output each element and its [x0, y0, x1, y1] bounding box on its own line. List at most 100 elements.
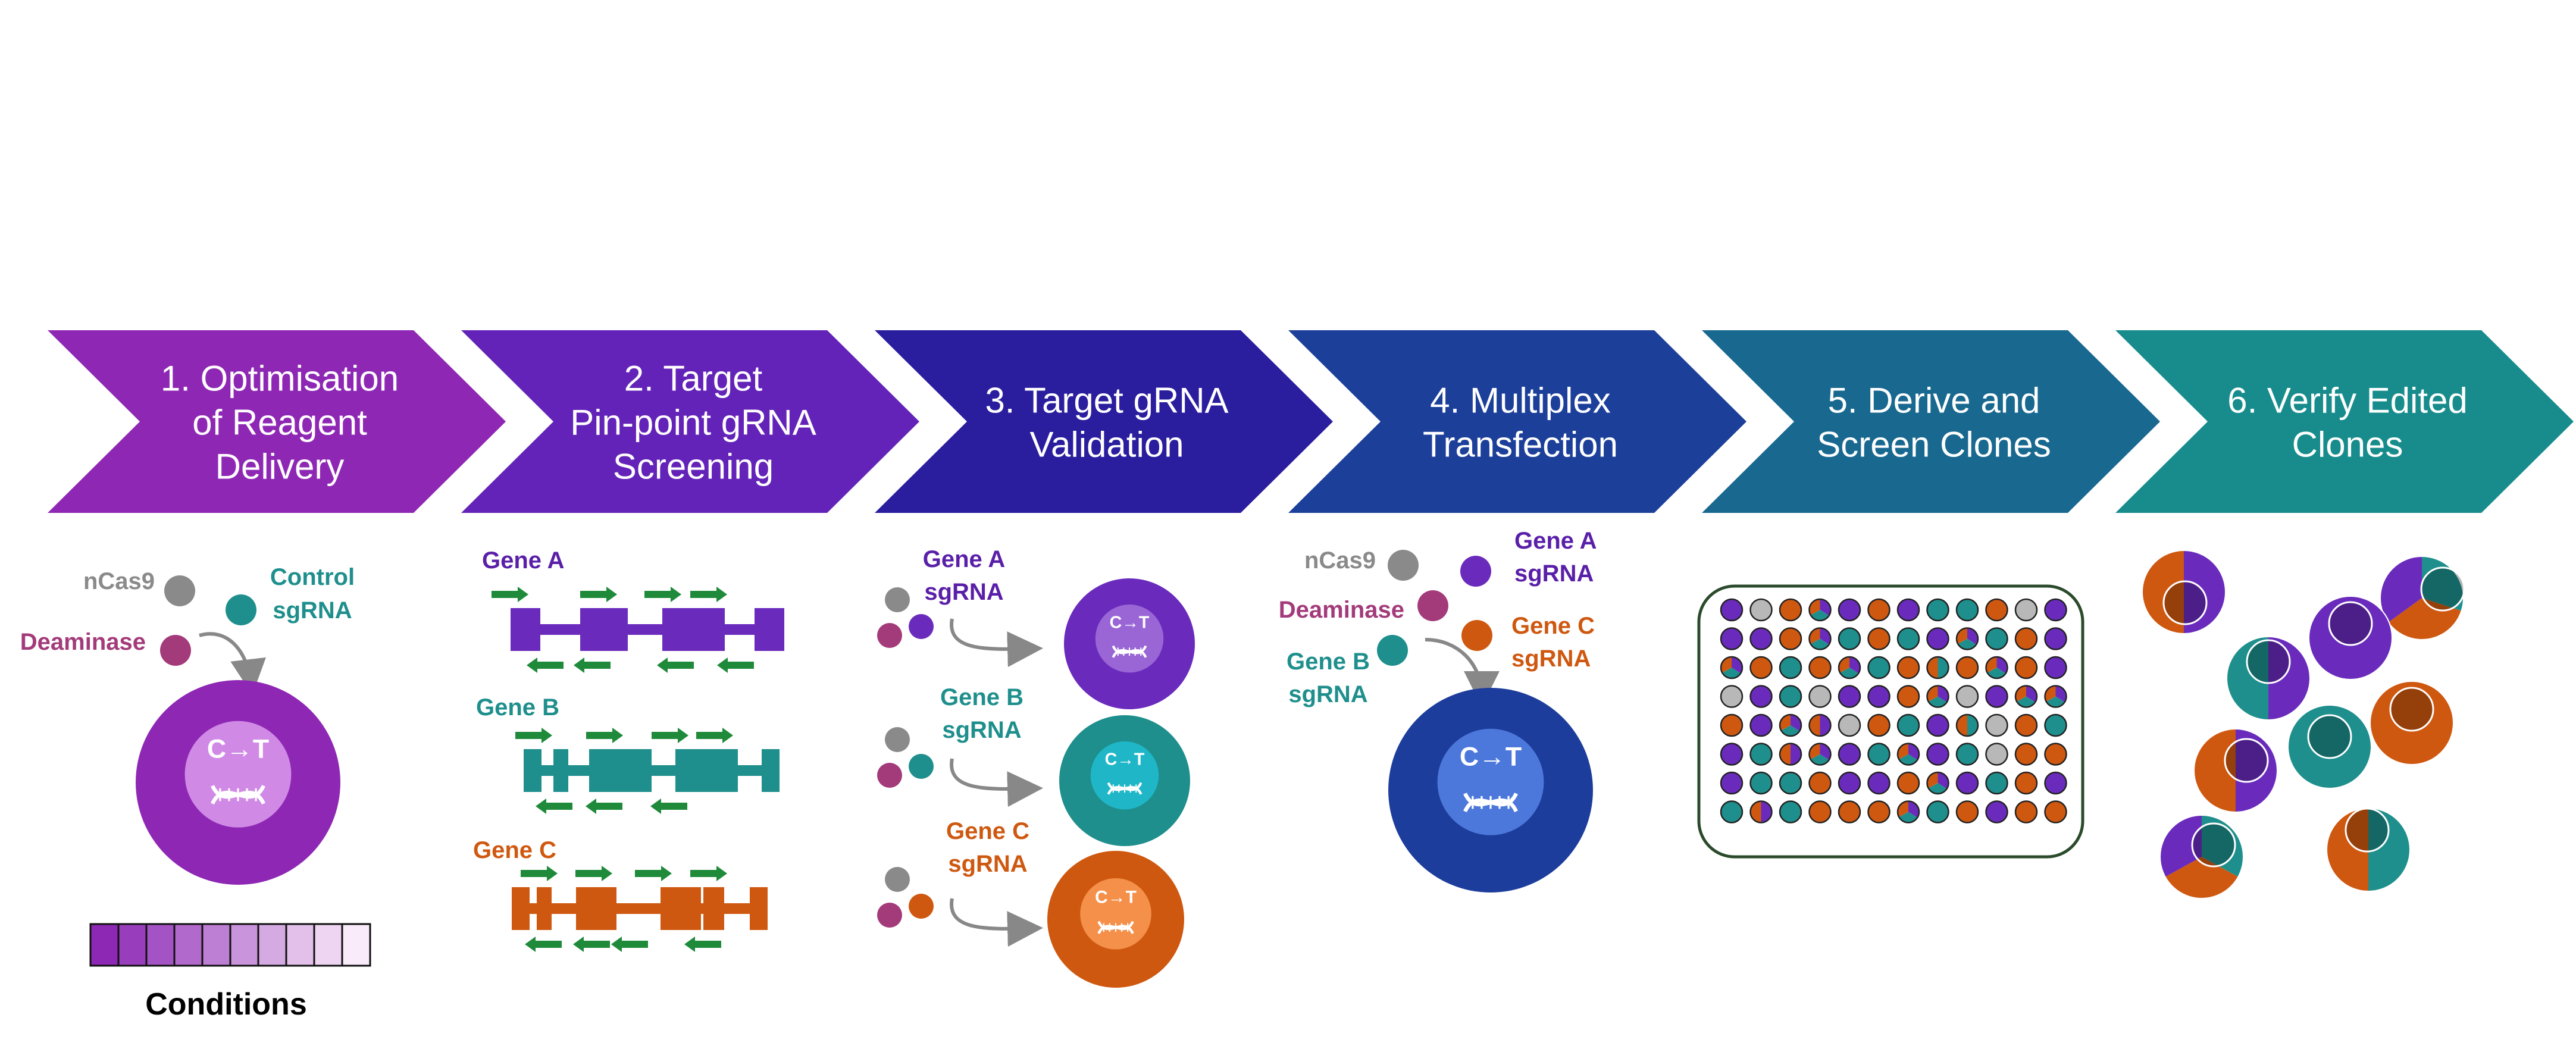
well: [1896, 743, 1920, 766]
condition-well: [145, 923, 176, 967]
pie-slice: [1898, 715, 1919, 736]
well-rim: [2044, 743, 2067, 766]
gene-track-1: Gene A: [482, 547, 784, 673]
exon-block: [589, 749, 652, 792]
pie-slice: [1780, 628, 1801, 650]
exon-block: [512, 887, 530, 930]
well: [1838, 656, 1861, 679]
well-rim: [2014, 656, 2038, 679]
step-title-line: 5. Derive and: [1828, 381, 2040, 421]
pie-slice: [2202, 815, 2243, 877]
clone-rim: [2308, 596, 2393, 680]
pie-slice: [1986, 628, 2008, 650]
pie-slice: [1750, 685, 1772, 707]
well-rim: [1955, 713, 1979, 737]
well-rim: [2014, 713, 2038, 737]
well: [1926, 685, 1949, 708]
verified-clone: [2287, 704, 2372, 789]
grna-arrow: [690, 866, 727, 881]
grna-arrow: [580, 587, 617, 602]
clone-nucleus: [2420, 566, 2465, 612]
pie-slice: [1899, 754, 1918, 765]
well: [1808, 713, 1832, 737]
verified-clone: [2142, 550, 2226, 634]
well: [1779, 800, 1802, 823]
well: [1838, 627, 1861, 650]
well-rim: [1867, 685, 1890, 708]
well-rim: [1808, 627, 1832, 650]
delivery-arrow: [950, 618, 1043, 668]
well: [1779, 743, 1802, 766]
well-rim: [1867, 627, 1890, 650]
well-rim: [2044, 713, 2067, 737]
dna-icon: [211, 785, 265, 805]
cell-step1: C→T: [136, 680, 340, 885]
step-title-line: 3. Target gRNA: [985, 381, 1228, 421]
pie-slice: [1780, 657, 1801, 678]
step-chevron: [1702, 330, 2160, 513]
well: [1955, 598, 1979, 622]
pie-slice: [2236, 729, 2277, 812]
well-rim: [1720, 771, 1744, 795]
condition-well: [229, 923, 259, 967]
well-rim: [2014, 627, 2038, 650]
pie-slice: [1957, 715, 1967, 736]
well: [2014, 627, 2038, 650]
pie-slice: [2017, 696, 2036, 707]
pie-slice: [1957, 599, 1978, 621]
well: [2014, 598, 2038, 622]
clone-nucleus: [2389, 687, 2434, 732]
pie-slice: [1750, 657, 1772, 678]
exon-block: [537, 887, 552, 930]
sgrna-dot: [909, 754, 934, 779]
step-title-line: 1. Optimisation: [161, 359, 399, 399]
pie-slice: [1927, 801, 1949, 823]
pie-slice: [2015, 772, 2037, 794]
step-title-line: 6. Verify Edited: [2227, 381, 2468, 421]
well: [1896, 713, 1920, 737]
pie-slice: [1986, 772, 2008, 794]
well: [1838, 598, 1861, 622]
pie-slice: [1868, 801, 1890, 823]
pie-slice: [2045, 657, 2067, 678]
verified-clone: [2193, 728, 2278, 813]
pie-slice: [1986, 801, 2008, 823]
well-rim: [1985, 713, 2008, 737]
sgrna-dot: [909, 614, 934, 639]
well-rim: [1867, 743, 1890, 766]
well-rim: [1985, 771, 2008, 795]
ncas9-label: nCas9: [1304, 547, 1376, 574]
well-rim: [1749, 800, 1773, 823]
well: [1749, 656, 1773, 679]
sgrna-label: Gene B: [940, 684, 1023, 710]
well: [1749, 771, 1773, 795]
well-rim: [1985, 656, 2008, 679]
well-rim: [2014, 800, 2038, 823]
well: [1838, 685, 1861, 708]
sgrna-dot: [909, 894, 934, 919]
grna-arrow: [521, 866, 558, 881]
grna-arrow: [690, 587, 727, 602]
well-rim: [1808, 800, 1832, 823]
well: [1838, 800, 1861, 823]
well-rim: [2044, 800, 2067, 823]
condition-well: [257, 923, 287, 967]
well-rim: [1779, 771, 1802, 795]
pie-slice: [2015, 657, 2037, 678]
well: [1985, 771, 2008, 795]
pie-slice: [2388, 598, 2462, 640]
pie-slice: [1780, 743, 1791, 765]
verified-clone: [2159, 815, 2244, 899]
well: [1955, 800, 1979, 823]
well-rim: [1838, 598, 1861, 622]
well: [1720, 685, 1744, 708]
pie-slice: [1898, 628, 1919, 650]
well-rim: [1779, 713, 1802, 737]
ncas9-label: nCas9: [83, 568, 155, 594]
deaminase-label: Deaminase: [20, 629, 146, 655]
clone-nucleus: [2345, 807, 2390, 853]
